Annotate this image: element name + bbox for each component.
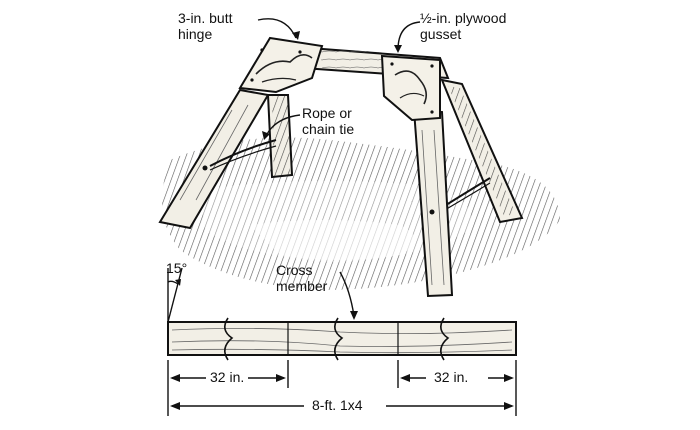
angle-indicator [167, 267, 183, 323]
dimension-lines [167, 360, 517, 416]
cross-member-board [167, 317, 517, 361]
hinge-label: 3-in. butt hinge [178, 10, 233, 42]
angle-label: 15° [166, 260, 188, 276]
left-front-leg [158, 88, 270, 230]
rope-label: Rope or chain tie [302, 105, 355, 137]
dimension-right: 32 in. [430, 369, 473, 385]
right-back-leg [440, 78, 524, 224]
rope-tie-left [209, 139, 277, 171]
cross-member-label: Cross member [276, 262, 328, 294]
right-gusset [380, 54, 441, 122]
callout-arrows [257, 18, 421, 320]
gusset-label: ½-in. plywood gusset [420, 10, 507, 42]
dimension-total: 8-ft. 1x4 [308, 397, 367, 413]
ground-shading [162, 137, 560, 290]
left-back-leg [266, 94, 294, 179]
dimension-left: 32 in. [206, 369, 249, 385]
left-gusset [238, 36, 324, 94]
